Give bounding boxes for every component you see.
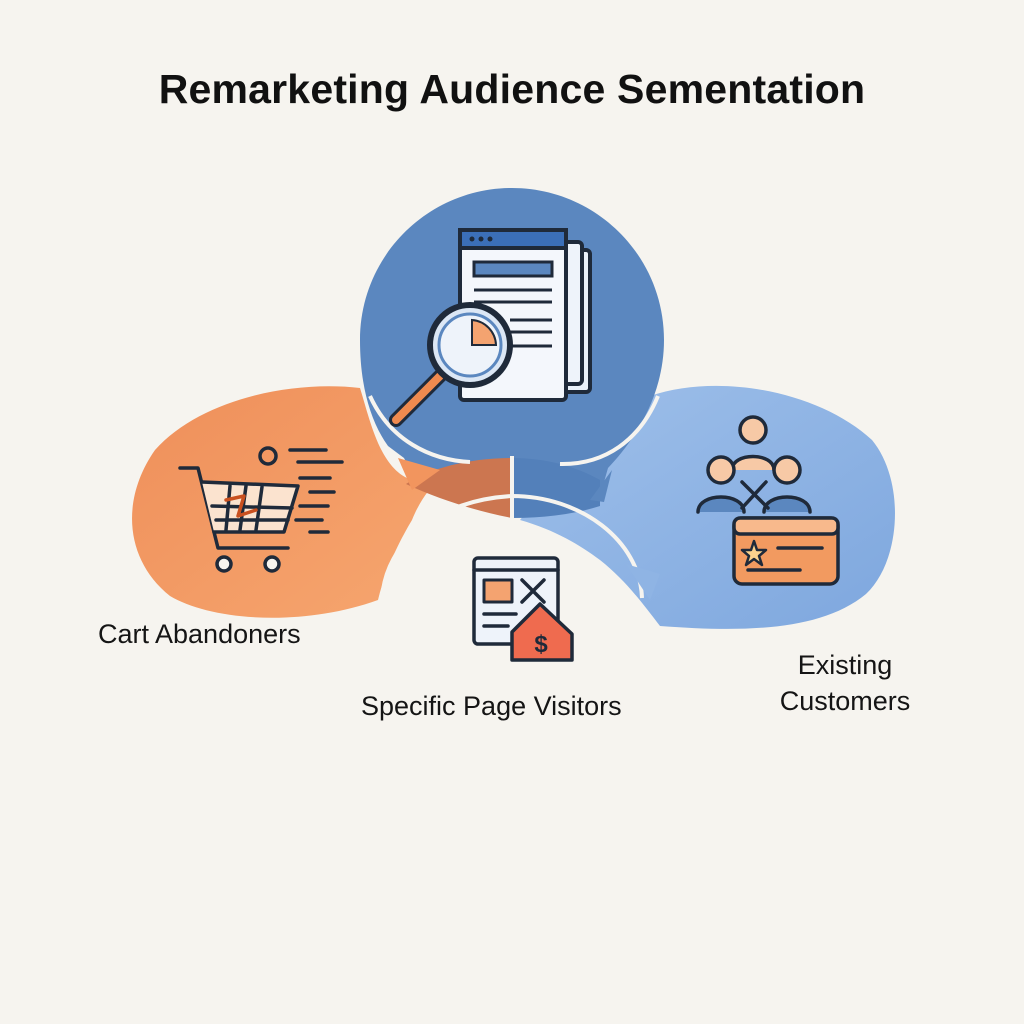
- webpage-price-tag-icon: $: [472, 556, 574, 662]
- divider-arc-top-right: [559, 395, 660, 467]
- shopping-cart-icon: [178, 446, 344, 573]
- cart-abandoners-label: Cart Abandoners: [98, 619, 301, 649]
- existing-customers-label-line1: Existing: [797, 650, 893, 680]
- page-title: Remarketing Audience Sementation: [158, 66, 866, 112]
- existing-customers-label-line2: Customers: [779, 686, 911, 716]
- search-pages-icon: [389, 228, 592, 427]
- page-visitors-label: Specific Page Visitors: [361, 691, 622, 721]
- pointer-left: [398, 458, 440, 490]
- divider-arc-top: [368, 395, 471, 464]
- divider-arc-bottom: [380, 493, 644, 601]
- pointer-bottom-right: [626, 564, 660, 600]
- existing-customers-label: Existing Customers: [760, 647, 930, 719]
- price-symbol: $: [534, 631, 548, 658]
- customer-group-loyalty-card-icon: [696, 415, 840, 586]
- pointer-right: [590, 470, 612, 502]
- overlap-right: [512, 458, 600, 518]
